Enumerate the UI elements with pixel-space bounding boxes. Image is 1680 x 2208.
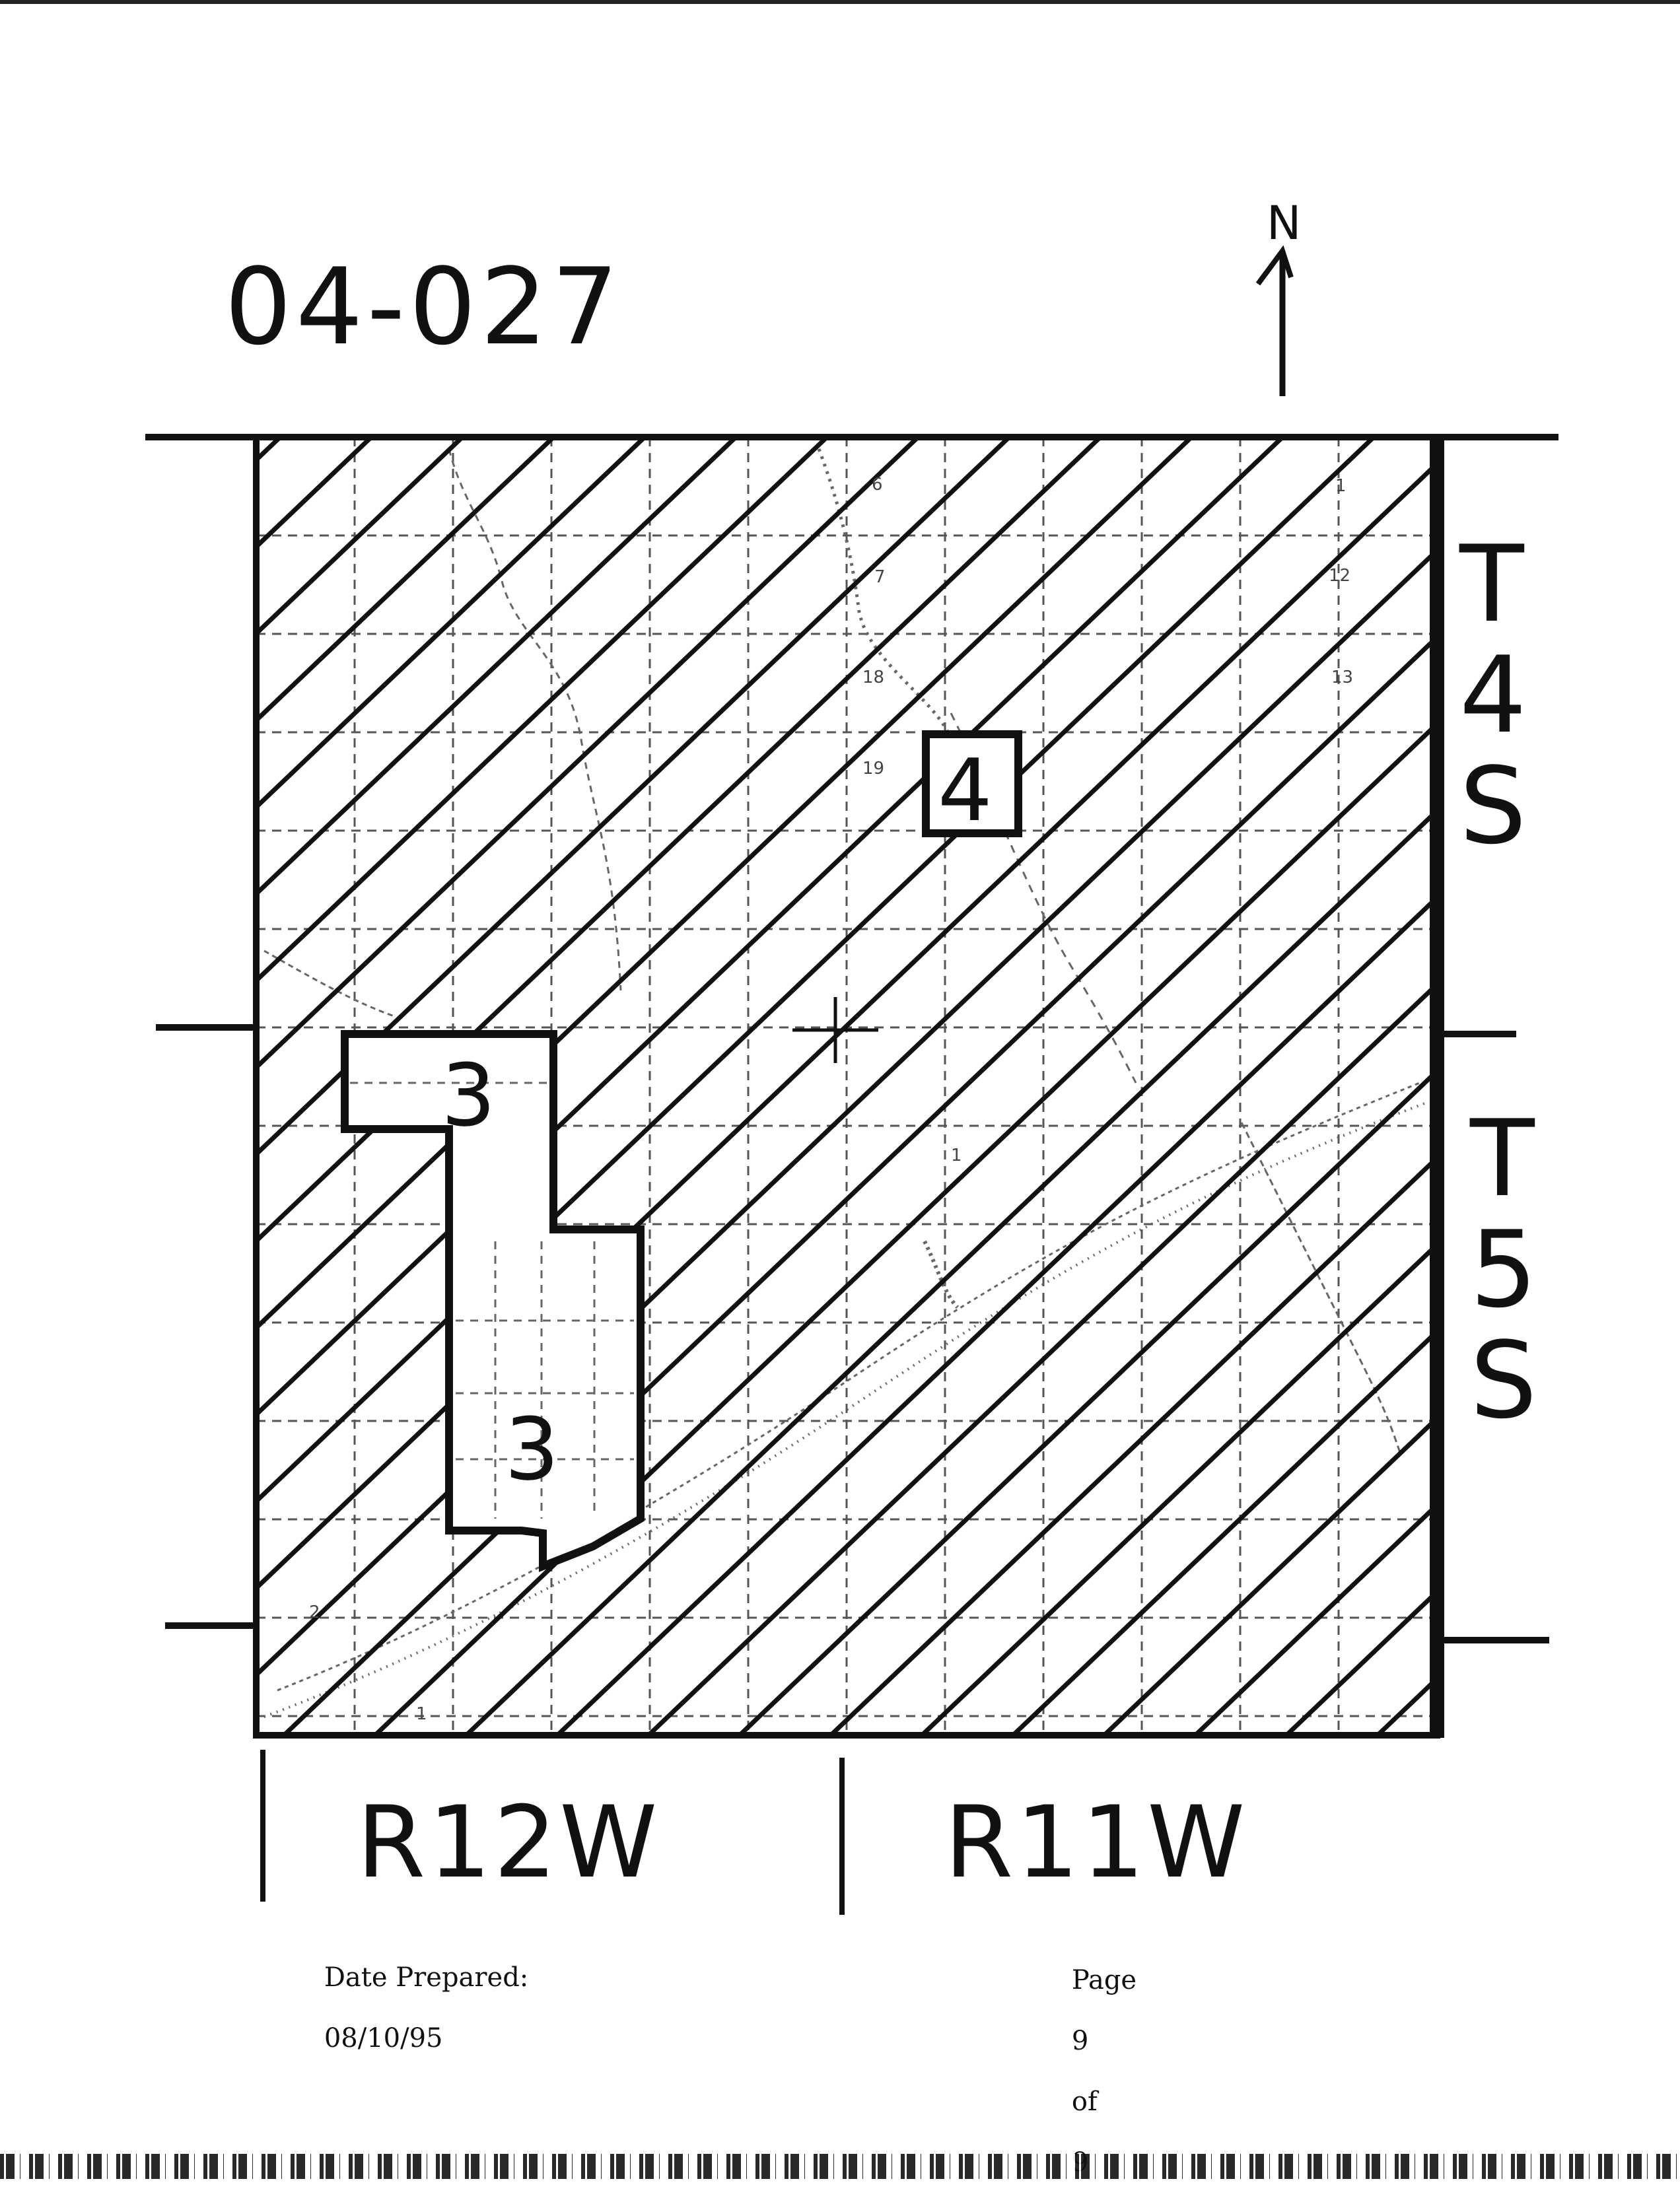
hatch-line: [256, 460, 1437, 1591]
zone-3-grid: [350, 1082, 634, 1519]
township-label-t4s: T 4 S: [1459, 522, 1527, 868]
section-number: 1: [951, 1146, 962, 1165]
hatch-line: [256, 437, 373, 550]
section-number: 1: [1335, 476, 1347, 496]
section-number: 2: [309, 1603, 320, 1622]
section-number: 18: [862, 668, 884, 687]
township-label-t5s: T 5 S: [1469, 1097, 1537, 1442]
hatch-line: [555, 894, 1437, 1735]
hatch-line: [738, 1068, 1437, 1735]
svg-text:S: S: [1470, 1319, 1537, 1442]
hatch-line: [256, 437, 555, 724]
zone-label-3-upper: 3: [441, 1045, 496, 1146]
section-number: 7: [874, 567, 886, 587]
hatch-line: [256, 437, 829, 984]
hatch-line: [256, 437, 738, 897]
hatch-line: [1560, 437, 1680, 1735]
date-value: 08/10/95: [324, 2023, 443, 2053]
hatch-line: [0, 437, 189, 1735]
north-label: N: [1267, 196, 1301, 250]
zone-3-polygon: [341, 1030, 645, 1572]
hatch-line: [1011, 1328, 1437, 1735]
hatch-line: [256, 437, 282, 464]
north-arrow-icon: N: [1255, 196, 1301, 396]
svg-text:T: T: [1459, 522, 1525, 646]
map-id-title: 04-027: [225, 245, 623, 368]
hatch-line: [647, 981, 1437, 1735]
hatch-line: [1193, 1501, 1437, 1735]
hatch-line: [256, 547, 1437, 1678]
hatch-line: [256, 437, 1376, 1505]
page-current: 9: [1071, 2026, 1089, 2056]
page-of: of: [1071, 2087, 1098, 2117]
section-number: 1: [416, 1704, 427, 1724]
page-word: Page: [1071, 1965, 1137, 1995]
section-numbers: 6 7 18 19 1 12 13 1 2 1: [309, 475, 1353, 1724]
corner-cross: [792, 997, 878, 1063]
svg-text:T: T: [1469, 1097, 1535, 1220]
township-lines: [145, 434, 1558, 1643]
section-number: 6: [872, 475, 883, 495]
svg-text:5: 5: [1470, 1208, 1537, 1331]
section-number: 19: [862, 759, 884, 778]
hatch-line: [256, 437, 1284, 1418]
range-label-r12w: R12W: [357, 1785, 660, 1900]
hatch-line: [829, 1154, 1437, 1735]
hatch-line: [920, 1241, 1437, 1735]
hatch-line: [256, 437, 647, 811]
hatch-line: [256, 437, 1011, 1157]
zone-4-box: [922, 730, 1022, 837]
date-label: Date Prepared:: [324, 1962, 529, 1993]
scan-edge-artifact: [0, 2154, 1680, 2179]
section-number: 13: [1331, 668, 1353, 687]
hatch-line: [464, 808, 1437, 1735]
map-features: [263, 448, 1427, 1718]
svg-text:S: S: [1459, 744, 1527, 868]
range-dividers: [260, 1750, 845, 1915]
hatch-line: [1102, 1415, 1437, 1735]
zone-label-4: 4: [938, 740, 993, 841]
hatch-line: [1651, 437, 1680, 1735]
top-border-line: [0, 0, 1680, 4]
svg-text:4: 4: [1459, 633, 1527, 757]
hatched-area: [0, 437, 1680, 1735]
range-label-r11w: R11W: [944, 1785, 1247, 1900]
zone-label-3-lower: 3: [505, 1399, 559, 1500]
section-number: 12: [1329, 566, 1350, 586]
hatch-line: [256, 437, 920, 1071]
date-prepared: Date Prepared: 08/10/95: [291, 1932, 528, 2084]
